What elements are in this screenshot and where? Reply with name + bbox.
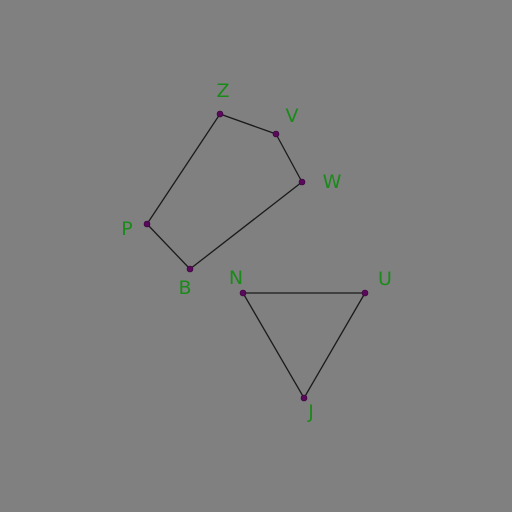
vertex-label-P: P	[121, 218, 132, 240]
edge-BP	[146, 223, 191, 270]
vertex-label-W: W	[323, 171, 342, 193]
edge-WB	[189, 181, 303, 270]
vertex-label-U: U	[378, 268, 392, 290]
vertex-V	[272, 130, 280, 138]
vertex-N	[239, 289, 247, 297]
vertex-W	[298, 178, 306, 186]
vertex-label-J: J	[307, 401, 314, 423]
vertices-layer	[143, 110, 369, 402]
vertex-Z	[216, 110, 224, 118]
labels-layer: Z V W B P N U J	[121, 80, 392, 423]
vertex-label-Z: Z	[216, 80, 229, 102]
edges-layer	[146, 113, 366, 399]
edge-UJ	[303, 292, 366, 399]
vertex-label-N: N	[229, 267, 243, 289]
vertex-U	[361, 289, 369, 297]
vertex-label-V: V	[286, 105, 299, 127]
edge-ZV	[219, 113, 277, 135]
vertex-J	[300, 394, 308, 402]
edge-PZ	[146, 113, 221, 225]
vertex-P	[143, 220, 151, 228]
edge-VW	[275, 133, 303, 183]
vertex-B	[186, 265, 194, 273]
vertex-label-B: B	[178, 277, 191, 299]
edge-JN	[242, 292, 305, 399]
